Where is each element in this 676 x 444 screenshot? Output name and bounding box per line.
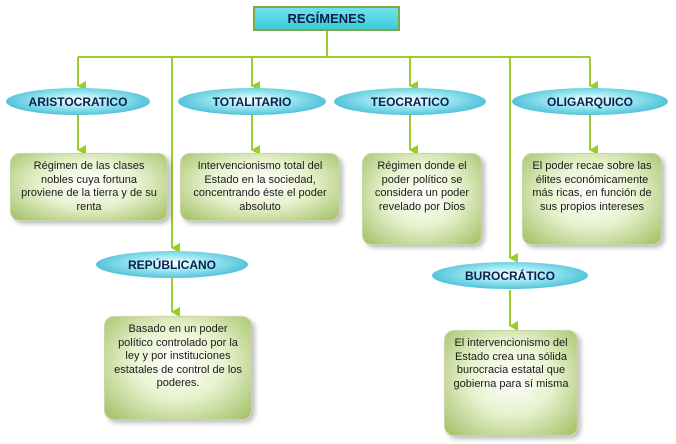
description-aristocratico: Régimen de las clases nobles cuya fortun…: [10, 153, 168, 221]
node-oligarquico: OLIGARQUICO: [512, 88, 668, 115]
description-teocratico: Régimen donde el poder político se consi…: [362, 153, 482, 245]
description-oligarquico: El poder recae sobre las élites económic…: [522, 153, 662, 245]
node-teocratico: TEOCRATICO: [334, 88, 486, 115]
node-totalitario: TOTALITARIO: [178, 88, 326, 115]
node-republicano: REPÚBLICANO: [96, 251, 248, 278]
diagram-title: REGÍMENES: [253, 6, 400, 31]
description-burocratico: El intervencionismo del Estado crea una …: [444, 330, 578, 436]
description-totalitario: Intervencionismo total del Estado en la …: [180, 153, 340, 221]
node-aristocratico: ARISTOCRATICO: [6, 88, 150, 115]
description-republicano: Basado en un poder político controlado p…: [104, 316, 252, 420]
node-burocratico: BUROCRÁTICO: [432, 262, 588, 289]
